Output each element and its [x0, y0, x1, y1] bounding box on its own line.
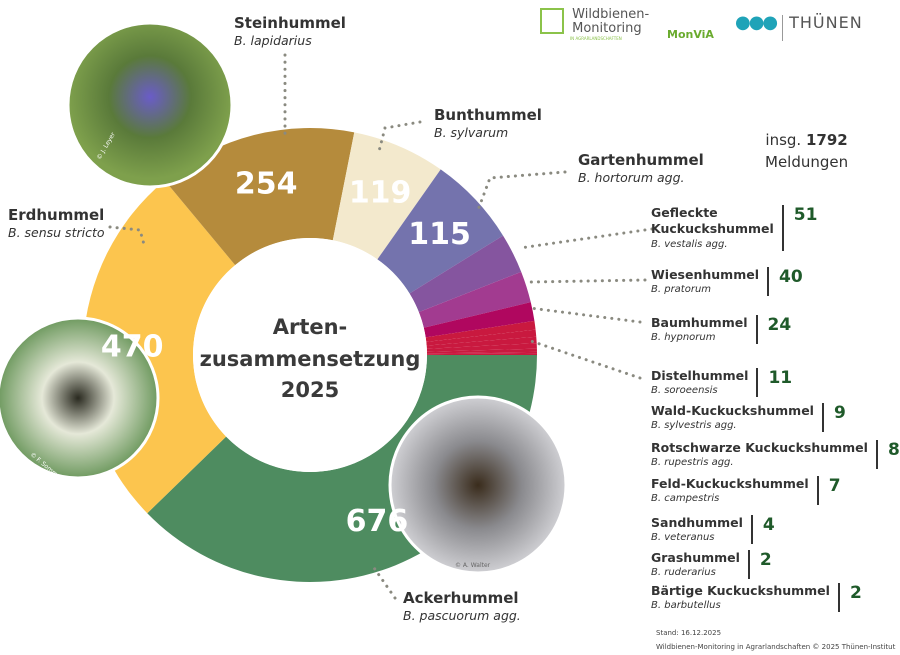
- species-latin: B. rupestris agg.: [651, 457, 734, 469]
- species-list-item: Feld-Kuckuckshummel B. campestris 7: [651, 476, 841, 506]
- leader-lines: [108, 53, 654, 600]
- species-count: 9: [833, 403, 846, 423]
- slice-grashummel: [426, 351, 537, 355]
- species-name: Grashummel: [651, 550, 740, 565]
- dots-icon: ●●●: [735, 12, 778, 33]
- species-list-item: Rotschwarze Kuckuckshummel B. rupestris a…: [651, 440, 900, 470]
- species-name: Baumhummel: [651, 315, 748, 330]
- slice-bärtige-kuckuckshummel: [426, 353, 537, 355]
- value-label: 254: [235, 166, 298, 201]
- species-count: 40: [778, 267, 803, 287]
- species-list-item: Distelhummel B. soroeensis 11: [651, 368, 793, 398]
- species-count: 24: [767, 315, 792, 335]
- thuenen-logo: ●●● THÜNEN: [735, 12, 863, 41]
- species-latin: B. barbutellus: [651, 600, 721, 612]
- value-label: 470: [101, 330, 164, 365]
- species-latin: B. soroeensis: [651, 385, 718, 397]
- slice-gartenhummel: [377, 169, 504, 294]
- species-count: 51: [793, 205, 818, 225]
- species-latin: B. ruderarius: [651, 567, 716, 579]
- wildbienen-logo: Wildbienen- Monitoring IN AGRARLANDSCHAF…: [540, 8, 649, 41]
- value-label: 676: [346, 504, 409, 539]
- species-list-item: Wiesenhummel B. pratorum 40: [651, 267, 803, 297]
- species-latin: B. veteranus: [651, 532, 715, 544]
- slice-feld-kuckuckshummel: [426, 343, 537, 352]
- species-count: 2: [759, 550, 772, 570]
- bee-icon: [540, 8, 564, 34]
- species-count: 4: [762, 515, 775, 535]
- species-name: Wald-Kuckuckshummel: [651, 403, 814, 418]
- species-name: Sandhummel: [651, 515, 743, 530]
- species-list-item: Wald-Kuckuckshummel B. sylvestris agg. 9: [651, 403, 846, 433]
- slice-wald-kuckuckshummel: [426, 329, 537, 346]
- slice-distelhummel: [425, 320, 536, 342]
- slice-rotschwarze-kuckuckshummel: [426, 336, 537, 349]
- monvia-logo: MonViA: [667, 28, 714, 41]
- species-count: 11: [768, 368, 793, 388]
- species-name: Distelhummel: [651, 368, 749, 383]
- stand-date: Stand: 16.12.2025: [656, 629, 722, 637]
- species-name: Wiesenhummel: [651, 267, 759, 282]
- species-latin: B. sylvestris agg.: [651, 420, 737, 432]
- ackerhummel-photo: [388, 395, 568, 575]
- species-latin: B. campestris: [651, 493, 720, 505]
- species-list-item: Grashummel B. ruderarius 2: [651, 550, 772, 580]
- slice-steinhummel: [164, 127, 355, 266]
- species-name: Rotschwarze Kuckuckshummel: [651, 440, 868, 455]
- species-list-item: Bärtige Kuckuckshummel B. barbutellus 2: [651, 583, 862, 613]
- species-count: 7: [828, 476, 841, 496]
- value-label: 115: [408, 217, 471, 252]
- species-latin: B. pratorum: [651, 284, 712, 296]
- slice-gefleckte-kuckuckshummel: [409, 235, 522, 313]
- total-count: insg. 1792 Meldungen: [765, 131, 849, 171]
- species-latin: B. hypnorum: [651, 332, 716, 344]
- species-name: Bärtige Kuckuckshummel: [651, 583, 830, 598]
- species-list-item: Sandhummel B. veteranus 4: [651, 515, 775, 545]
- species-name: Feld-Kuckuckshummel: [651, 476, 809, 491]
- species-count: 8: [887, 440, 900, 460]
- species-list-item: Baumhummel B. hypnorum 24: [651, 315, 792, 345]
- steinhummel-photo: [66, 21, 234, 189]
- slice-bunthummel: [332, 132, 441, 260]
- slice-wiesenhummel: [418, 271, 531, 328]
- species-count: 2: [849, 583, 862, 603]
- species-latin: B. vestalis agg.: [651, 238, 728, 250]
- slice-sandhummel: [426, 348, 537, 354]
- copyright: Wildbienen-Monitoring in Agrarlandschaft…: [656, 643, 896, 651]
- center-title: Arten- zusammensetzung 2025: [199, 315, 421, 402]
- erdhummel-photo: [0, 316, 160, 480]
- slice-baumhummel: [423, 302, 535, 338]
- photo-credit: © A. Walter: [455, 562, 491, 569]
- value-label: 119: [349, 175, 412, 210]
